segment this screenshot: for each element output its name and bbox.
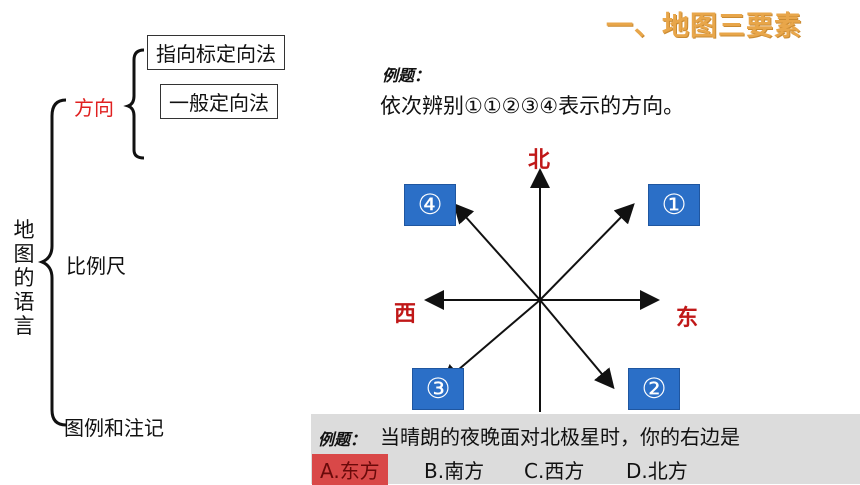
arrow-northwest [453,203,541,301]
option-b[interactable]: B.南方 [424,459,485,483]
label-north: 北 [528,147,551,173]
example-label: 例题： [382,66,431,85]
tree-brackets [37,48,145,427]
arrow-northeast [539,203,635,301]
option-c[interactable]: C.西方 [524,459,585,483]
slide-title: 一、地图三要素 [606,11,802,42]
tree-node-general-method: 一般定向法 [160,84,278,119]
box-top-right: ① [648,184,700,226]
label-east: 东 [676,305,699,331]
label-west: 西 [394,301,417,327]
box-bottom-left: ③ [412,368,464,410]
box-bottom-right: ② [628,368,680,410]
root-char: 的 [13,266,35,290]
arrow-southeast [539,299,615,390]
root-char: 图 [13,242,35,266]
option-a[interactable]: A.东方 [312,454,388,485]
example-text: 依次辨别①①②③④表示的方向。 [380,94,685,118]
tree-root-label: 地 图 的 语 言 [10,218,38,338]
root-char: 地 [13,218,35,242]
tree-node-compass-method: 指向标定向法 [147,35,285,70]
main-brace [37,98,67,427]
option-d[interactable]: D.北方 [626,459,688,483]
question-text: 当晴朗的夜晚面对北极星时，你的右边是 [380,425,740,449]
tree-node-legend: 图例和注记 [64,416,164,440]
direction-brace [123,48,145,160]
box-top-left: ④ [404,184,456,226]
question-band [311,414,860,484]
question-label: 例题： [318,430,367,449]
tree-node-direction: 方向 [74,96,114,120]
tree-node-scale: 比例尺 [66,254,126,278]
root-char: 言 [13,314,35,338]
root-char: 语 [13,290,35,314]
